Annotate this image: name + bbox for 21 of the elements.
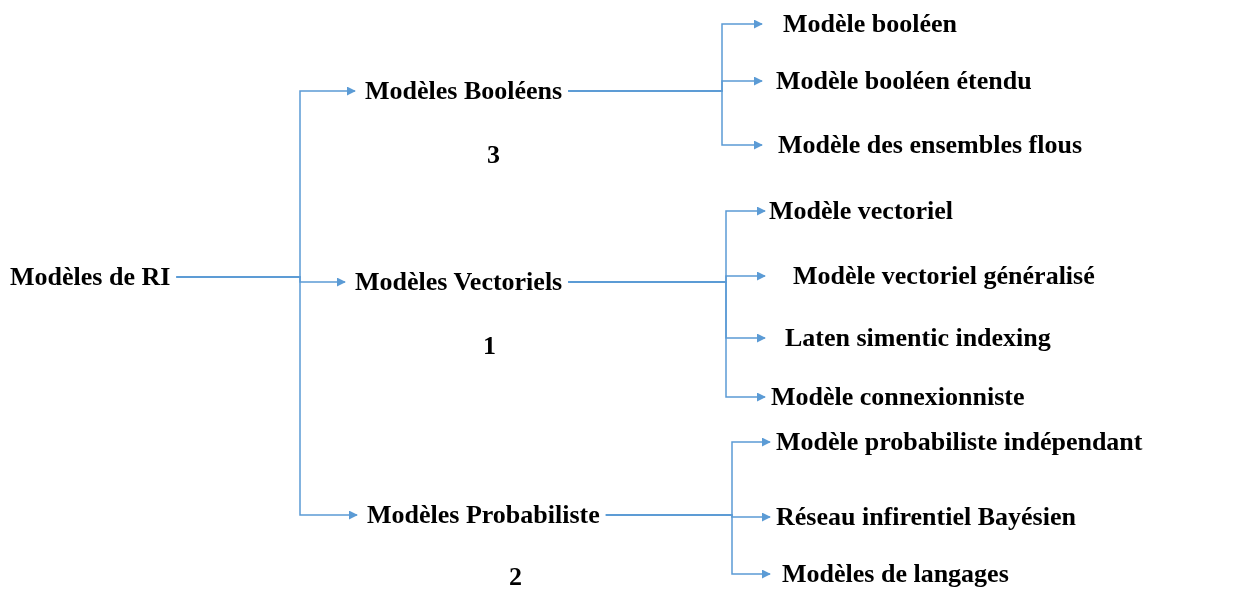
node-number: 1 <box>483 331 496 361</box>
arrow <box>567 90 763 150</box>
node-label: Modèles Vectoriels <box>355 267 563 297</box>
node-label: Modèle booléen étendu <box>776 66 1032 96</box>
node-number: 2 <box>509 562 522 589</box>
node-label: Modèle probabiliste indépendant <box>776 427 1143 457</box>
node-label: Modèle vectoriel généralisé <box>793 261 1095 291</box>
node-label: Laten simentic indexing <box>785 323 1051 353</box>
arrow <box>605 514 771 579</box>
node-label: Modèle booléen <box>783 9 958 39</box>
arrow <box>175 276 358 520</box>
node-label: Modèles Booléens <box>365 76 563 106</box>
node-label: Modèle connexionniste <box>771 382 1025 412</box>
node-number: 3 <box>487 140 500 170</box>
arrow <box>567 281 766 402</box>
node-label: Modèle vectoriel <box>769 196 954 226</box>
node-label: Modèles de RI <box>10 262 171 292</box>
node-label: Modèles Probabiliste <box>367 500 600 530</box>
node-label: Modèle des ensembles flous <box>778 130 1083 160</box>
node-label: Réseau infirentiel Bayésien <box>776 502 1076 532</box>
node-label: Modèles de langages <box>782 559 1009 589</box>
